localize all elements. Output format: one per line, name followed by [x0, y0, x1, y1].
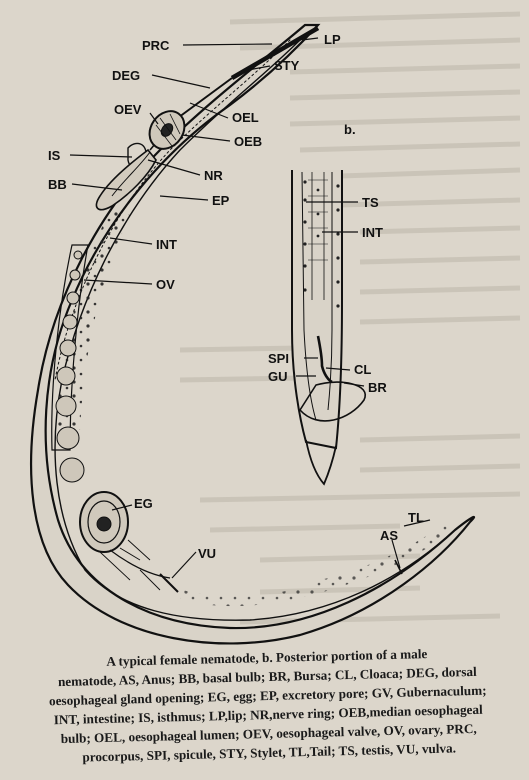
label-spi: SPI	[268, 351, 289, 366]
label-part-b: b.	[344, 122, 356, 137]
label-oel: OEL	[232, 110, 259, 125]
male-posterior-body	[292, 170, 365, 484]
label-int-b: INT	[362, 225, 383, 240]
label-prc: PRC	[142, 38, 170, 53]
label-oeb: OEB	[234, 134, 262, 149]
label-bb: BB	[48, 177, 67, 192]
figure-caption: A typical female nematode, b. Posterior …	[17, 642, 520, 768]
label-vu: VU	[198, 546, 216, 561]
label-br: BR	[368, 380, 387, 395]
label-ts: TS	[362, 195, 379, 210]
label-tl: TL	[408, 510, 424, 525]
label-cl: CL	[354, 362, 371, 377]
vulva	[160, 574, 178, 592]
label-oev: OEV	[114, 102, 142, 117]
label-ov: OV	[156, 277, 175, 292]
label-as: AS	[380, 528, 398, 543]
label-eg: EG	[134, 496, 153, 511]
label-lp: LP	[324, 32, 341, 47]
label-ep: EP	[212, 193, 230, 208]
nematode-figure: PRC LP STY DEG OEV OEL OEB IS NR BB EP I…	[0, 0, 529, 660]
label-deg: DEG	[112, 68, 140, 83]
label-int-a: INT	[156, 237, 177, 252]
label-gu: GU	[268, 369, 288, 384]
label-is: IS	[48, 148, 61, 163]
label-sty: STY	[274, 58, 300, 73]
label-nr: NR	[204, 168, 223, 183]
